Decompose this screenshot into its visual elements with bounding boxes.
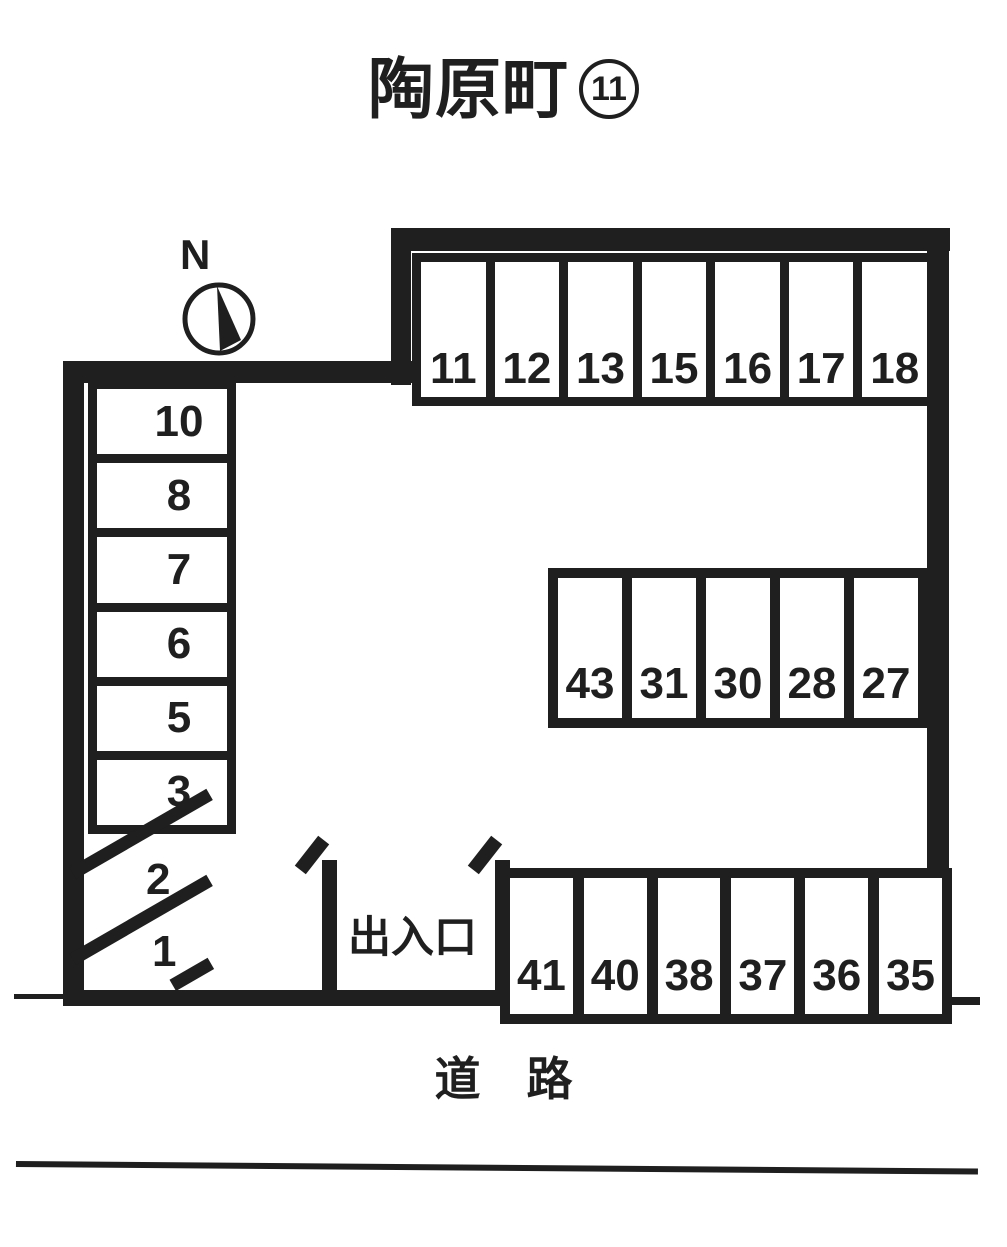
space-number: 38	[664, 951, 714, 1000]
space-number: 41	[516, 951, 566, 1000]
parking-column-left: 10 8 7 6 5 3	[88, 380, 236, 834]
parking-space: 36	[794, 878, 868, 1014]
space-number: 35	[886, 951, 936, 1000]
road-edge-left	[14, 994, 66, 999]
parking-row-bottom: 41 40 38 37 36 35	[500, 868, 952, 1024]
parking-space: 5	[97, 676, 227, 751]
space-number: 17	[796, 344, 846, 393]
parking-row-top: 11 12 13 15 16 17 18	[412, 253, 936, 406]
space-number: 36	[812, 951, 862, 1000]
lot-number-badge: 11	[579, 59, 639, 119]
parking-space: 40	[572, 878, 647, 1014]
wall-connector	[391, 228, 411, 385]
space-number: 15	[649, 344, 699, 393]
space-number: 18	[870, 344, 920, 393]
parking-space: 12	[485, 262, 560, 397]
wall-top	[393, 228, 950, 251]
road-line	[15, 1161, 978, 1175]
space-number: 11	[430, 344, 477, 393]
parking-space: 30	[696, 578, 770, 718]
parking-space: 17	[779, 262, 854, 397]
compass-north-label: N	[180, 231, 211, 278]
entrance-gate-post-left	[322, 860, 337, 992]
space-number: 12	[502, 344, 552, 393]
parking-space: 8	[97, 454, 227, 528]
space-number: 31	[639, 659, 689, 708]
wall-right	[927, 228, 949, 1006]
parking-space: 15	[632, 262, 707, 397]
parking-space: 41	[510, 878, 573, 1014]
space-number: 40	[590, 951, 640, 1000]
space-number: 10	[154, 396, 204, 446]
road-label: 道 路	[0, 1056, 1007, 1102]
parking-space: 43	[558, 578, 622, 718]
parking-space: 11	[421, 262, 486, 397]
wall-left	[63, 361, 84, 1006]
parking-space: 18	[853, 262, 927, 397]
road-label-char: 路	[526, 1053, 573, 1105]
parking-space: 35	[868, 878, 942, 1014]
space-number: 6	[166, 619, 192, 669]
space-number: 43	[565, 659, 615, 708]
space-number: 30	[713, 659, 763, 708]
space-number: 2	[146, 855, 171, 904]
parking-space: 16	[706, 262, 780, 397]
entrance-label: 出入口	[348, 914, 477, 962]
space-number: 13	[575, 344, 625, 393]
space-number: 8	[166, 470, 192, 520]
parking-space: 37	[720, 878, 794, 1014]
space-number: 16	[723, 344, 773, 393]
parking-space: 10	[97, 389, 227, 454]
parking-space: 38	[646, 878, 721, 1014]
diagonal-stripe	[69, 874, 213, 965]
space-number: 1	[152, 927, 177, 976]
parking-space: 31	[622, 578, 696, 718]
parking-space: 13	[559, 262, 633, 397]
parking-space: 6	[97, 602, 227, 677]
compass-icon	[182, 282, 256, 356]
page-title: 陶原町 11	[0, 56, 1007, 122]
space-number: 27	[861, 659, 911, 708]
parking-space: 7	[97, 528, 227, 602]
parking-space: 28	[770, 578, 844, 718]
road-label-char: 道	[434, 1053, 481, 1105]
space-number: 37	[738, 951, 788, 1000]
parking-space: 27	[844, 578, 918, 718]
space-number: 7	[166, 544, 192, 594]
road-edge-right	[947, 997, 980, 1005]
area-name: 陶原町	[368, 52, 569, 126]
lot-number: 11	[591, 70, 627, 108]
wall-left-top	[63, 361, 413, 383]
parking-row-middle: 43 31 30 28 27	[548, 568, 928, 728]
space-number: 5	[166, 693, 192, 743]
space-number: 28	[787, 659, 837, 708]
